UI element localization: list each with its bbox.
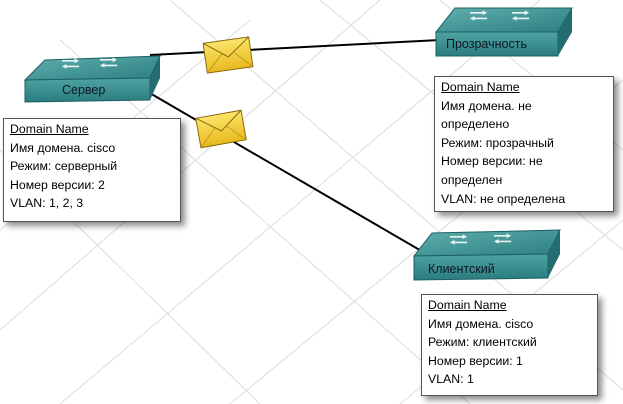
client-box-line: Имя домена. cisco xyxy=(428,316,534,331)
switch-server-label: Сервер xyxy=(62,83,105,97)
transparent-info-box: Domain Name Имя домена. не определено Ре… xyxy=(434,76,614,212)
server-box-line: Имя домена. cisco xyxy=(10,140,116,155)
server-box-line: VLAN: 1, 2, 3 xyxy=(10,196,84,211)
client-box-header: Domain Name xyxy=(428,298,507,312)
transparent-box-line: Номер версии: не xyxy=(441,154,543,169)
transparent-box-line: VLAN: не определена xyxy=(441,191,566,206)
link-server-client xyxy=(147,91,431,257)
transparent-box-line: определен xyxy=(441,172,503,187)
switch-server[interactable]: Сервер xyxy=(23,55,161,103)
switch-transparent-label: Прозрачность xyxy=(446,37,527,51)
server-info-box: Domain Name Имя домена. cisco Режим: сер… xyxy=(3,118,181,222)
server-box-line: Режим: серверный xyxy=(10,159,118,174)
switch-client-label: Клиентский xyxy=(428,262,495,276)
client-box-line: VLAN: 1 xyxy=(428,372,474,387)
envelope-icon xyxy=(202,36,254,74)
client-info-box: Domain Name Имя домена. cisco Режим: кли… xyxy=(421,294,598,396)
switch-transparent[interactable]: Прозрачность xyxy=(434,7,573,57)
client-box-line: Режим: клиентский xyxy=(428,335,537,350)
envelope-icon xyxy=(195,109,247,149)
server-box-line: Номер версии: 2 xyxy=(10,177,105,192)
transparent-box-line: Режим: прозрачный xyxy=(441,135,554,150)
transparent-box-line: Имя домена. не xyxy=(441,98,532,113)
server-box-header: Domain Name xyxy=(10,122,89,136)
transparent-box-header: Domain Name xyxy=(441,80,520,94)
link-server-transparent xyxy=(149,39,441,56)
switch-client[interactable]: Клиентский xyxy=(412,229,561,281)
transparent-box-line: определено xyxy=(441,117,510,132)
client-box-line: Номер версии: 1 xyxy=(428,353,523,368)
